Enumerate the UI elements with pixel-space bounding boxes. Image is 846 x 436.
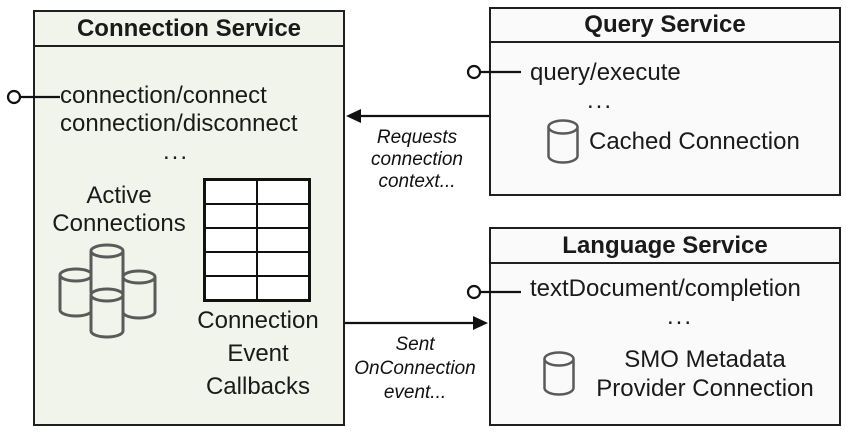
requests-connection-arrow [346, 109, 489, 123]
methods-ellipsis: ... [162, 138, 189, 165]
language-methods-ellipsis: ... [666, 303, 693, 330]
smo-metadata-connection-label: SMO Metadata Provider Connection [596, 346, 814, 402]
smo-metadata-connection-group: SMO Metadata Provider Connection [543, 345, 825, 403]
query-service-title: Query Service [491, 9, 839, 43]
connection-service-title: Connection Service [35, 12, 343, 47]
language-service-title: Language Service [491, 229, 839, 264]
cached-connection-group: Cached Connection [547, 119, 800, 165]
sent-onconnection-arrow [345, 316, 488, 330]
language-service-box: Language Service textDocument/completion… [489, 227, 841, 426]
database-icon [543, 351, 575, 396]
connection-service-methods: connection/connect connection/disconnect… [60, 82, 298, 166]
active-connections-label: Active Connections [52, 182, 186, 237]
query-methods-ellipsis: ... [586, 87, 613, 114]
connection-event-callbacks-label: Connection Event Callbacks [197, 307, 319, 400]
method-textdocument-completion: textDocument/completion [530, 275, 801, 302]
database-icon [547, 119, 579, 164]
callbacks-table-icon [203, 178, 311, 302]
method-connection-disconnect: connection/disconnect [60, 110, 298, 137]
sent-arrow-label: Sent OnConnection event... [354, 334, 476, 403]
cached-connection-label: Cached Connection [589, 128, 800, 155]
method-connection-connect: connection/connect [60, 82, 267, 109]
requests-arrow-label: Requests connection context... [371, 127, 463, 192]
database-cluster-icon [58, 243, 157, 339]
connection-service-box: Connection Service connection/connect co… [33, 10, 345, 426]
query-service-box: Query Service query/execute ... Cached C… [489, 7, 841, 196]
method-query-execute: query/execute [530, 59, 681, 86]
